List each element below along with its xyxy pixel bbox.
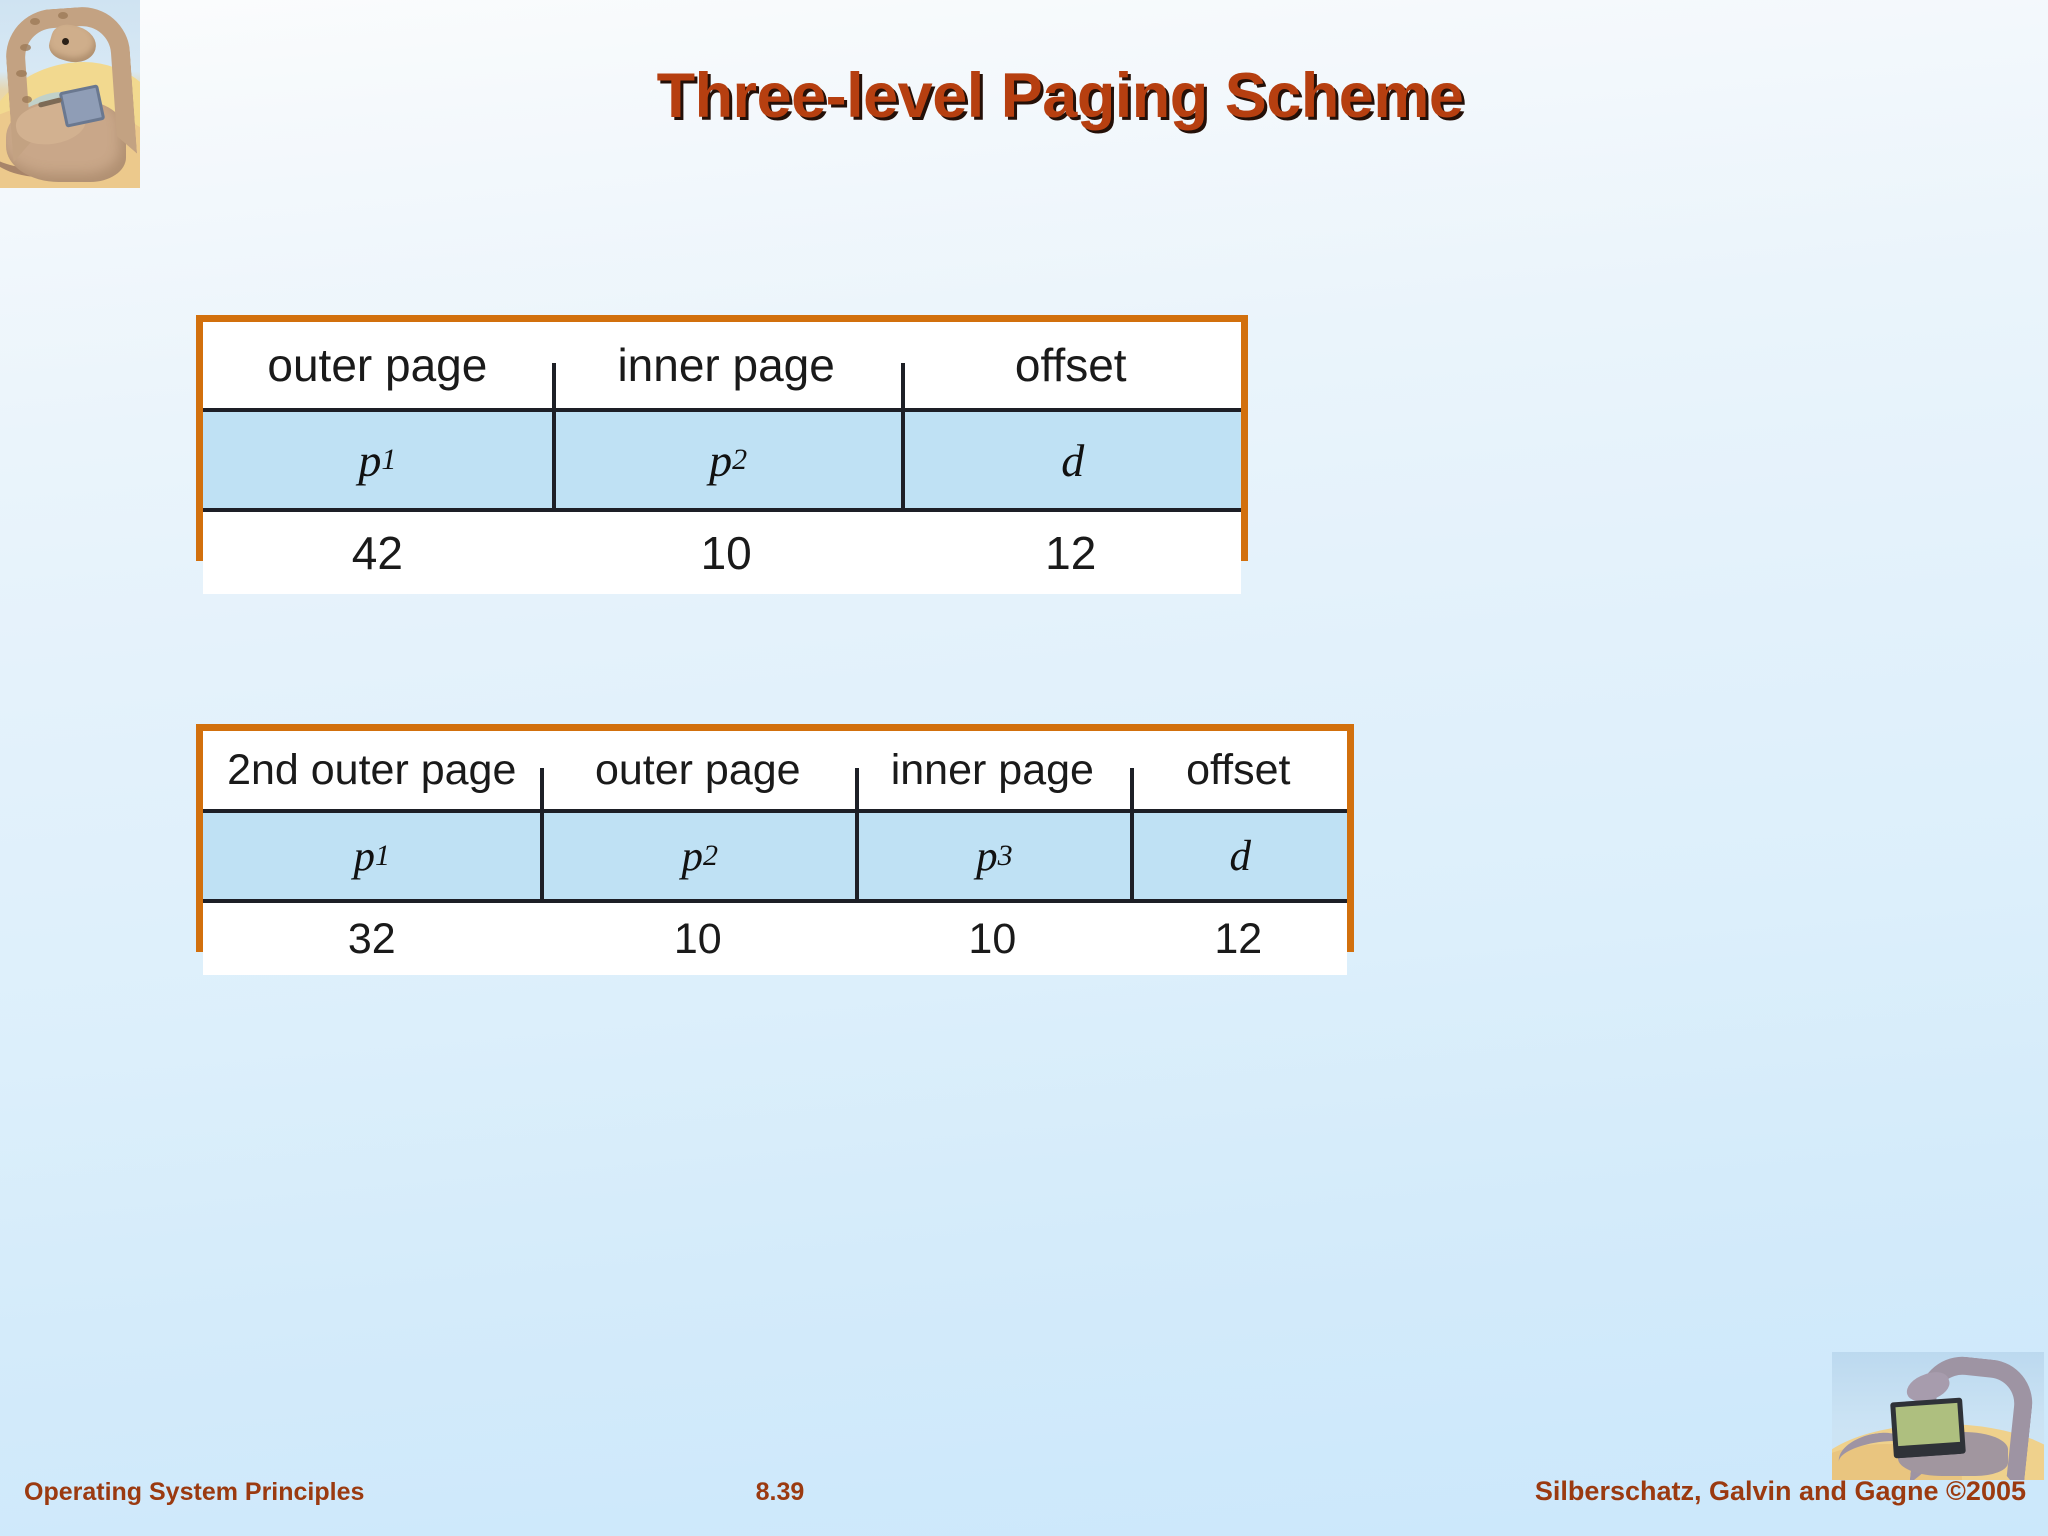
- column-label-2nd-outer-page: 2nd outer page: [227, 745, 517, 794]
- bit-width-inner-page: 10: [968, 914, 1017, 963]
- slide-title: Three-level Paging Scheme: [656, 61, 1464, 131]
- bit-width-2nd-outer-page: 32: [347, 914, 396, 963]
- bit-width-row: 42 10 12: [203, 512, 1241, 594]
- variable-d: d: [1129, 813, 1347, 899]
- column-label-row: 2nd outer page outer page inner page off…: [203, 731, 1347, 809]
- column-label-outer-page: outer page: [540, 731, 855, 809]
- dinosaur-eye: [62, 38, 69, 45]
- dinosaur-spot: [16, 70, 27, 77]
- variable-symbol: p: [709, 434, 733, 486]
- dinosaur-spot: [58, 12, 68, 19]
- variable-symbol: d: [1229, 832, 1252, 880]
- variable-subscript: 2: [703, 839, 719, 872]
- dinosaur-spot: [30, 18, 40, 25]
- column-label-inner-page: inner page: [855, 731, 1130, 809]
- column-label-row: outer page inner page offset: [203, 322, 1241, 408]
- dinosaur-illustration-top-left: [0, 0, 140, 188]
- footer-book-title: Operating System Principles: [24, 1478, 365, 1506]
- variable-symbol: d: [1061, 434, 1085, 486]
- column-label-outer-page: outer page: [267, 339, 488, 391]
- variable-symbol: p: [353, 832, 375, 880]
- variable-subscript: 1: [381, 443, 397, 476]
- bit-width-outer-page: 42: [351, 527, 403, 579]
- dinosaur-spot: [22, 96, 32, 103]
- footer-slide-number: 8.39: [755, 1478, 805, 1506]
- three-level-address-table: 2nd outer page outer page inner page off…: [196, 724, 1354, 975]
- variable-subscript: 3: [997, 839, 1013, 872]
- column-label-offset: offset: [900, 322, 1241, 408]
- variable-symbol: p: [976, 832, 998, 880]
- column-label-offset: offset: [1129, 731, 1347, 809]
- bit-width-outer-page: 10: [673, 914, 722, 963]
- column-label-inner-page: inner page: [551, 322, 901, 408]
- bit-width-offset: 12: [1214, 914, 1263, 963]
- dinosaur-spot: [20, 44, 31, 51]
- dinosaur-illustration-bottom-right: [1832, 1352, 2044, 1480]
- variable-subscript: 1: [374, 839, 390, 872]
- variable-subscript: 2: [732, 443, 748, 476]
- footer-copyright: Silberschatz, Galvin and Gagne ©2005: [1534, 1476, 2026, 1506]
- bit-width-row: 32 10 10 12: [203, 903, 1347, 975]
- bit-width-offset: 12: [1045, 527, 1097, 579]
- variable-symbol: p: [681, 832, 704, 880]
- variable-symbol: p: [358, 434, 382, 486]
- variable-d: d: [900, 412, 1241, 508]
- bit-width-inner-page: 10: [700, 527, 752, 579]
